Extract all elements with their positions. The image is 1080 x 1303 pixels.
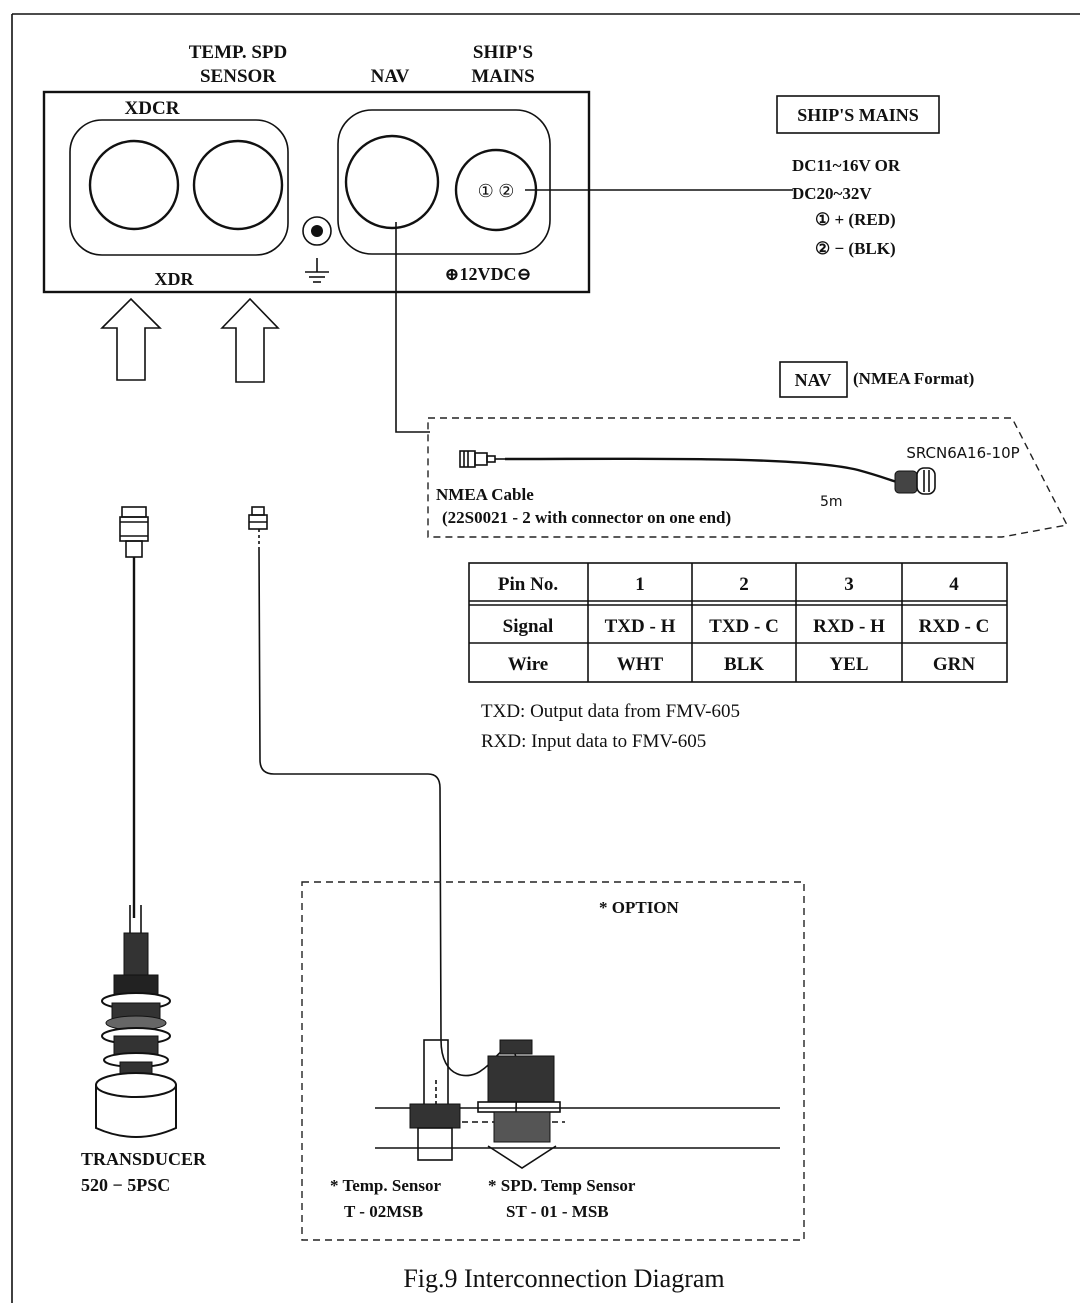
table-cell: RXD - C xyxy=(919,616,990,637)
label-xdr: XDR xyxy=(155,269,195,289)
table-cell: TXD - C xyxy=(709,616,779,637)
table-cell: Wire xyxy=(508,654,548,675)
pin1-desc: ① + (RED) xyxy=(815,210,896,229)
ships-mains-info: SHIP'S MAINS DC11~16V OR DC20~32V ① + (R… xyxy=(776,95,940,258)
ground-terminal-dot xyxy=(311,225,323,237)
nav-box xyxy=(779,361,848,398)
nav-box-label: NAV xyxy=(795,370,832,390)
figure-caption: Fig.9 Interconnection Diagram xyxy=(403,1264,724,1293)
transducer-body-icon xyxy=(95,932,177,1138)
table-outline xyxy=(468,562,1008,683)
table-cell: RXD - H xyxy=(813,616,885,637)
spd-temp-sensor-icon xyxy=(477,1039,561,1169)
cable-length-label: 5m xyxy=(820,494,843,510)
nmea-cable-box xyxy=(427,417,1069,538)
transducer-assembly: TRANSDUCER 520 − 5PSC xyxy=(81,506,207,1195)
temp-sensor-label: * Temp. Sensor xyxy=(330,1176,441,1195)
table-header: 1 xyxy=(635,574,645,595)
temp-sensor-icon xyxy=(409,1039,461,1161)
sensor-plug-icon xyxy=(248,506,268,530)
table-header: 3 xyxy=(844,574,854,595)
transducer-model: 520 − 5PSC xyxy=(81,1175,170,1195)
table-header: 4 xyxy=(949,574,959,595)
transducer-plug-icon xyxy=(119,506,149,558)
table-cell: YEL xyxy=(829,654,868,675)
nmea-cable xyxy=(504,457,898,484)
arrow-up-icon xyxy=(220,297,280,383)
table-cell: Signal xyxy=(503,616,554,637)
cable-plug-icon xyxy=(459,450,505,468)
temp-spd-connector xyxy=(192,139,284,231)
txd-note: TXD: Output data from FMV-605 xyxy=(481,701,740,722)
arrow-up-icon xyxy=(100,297,162,381)
temp-sensor-cable xyxy=(248,506,442,1041)
label-power: ⊕12VDC⊖ xyxy=(444,264,531,284)
pin2-desc: ② − (BLK) xyxy=(815,239,896,258)
nmea-cable-part: (22S0021 - 2 with connector on one end) xyxy=(442,508,731,527)
nav-mains-group xyxy=(337,109,551,255)
voltage-range-2: DC20~32V xyxy=(792,184,872,203)
table-header: Pin No. xyxy=(498,574,558,595)
ground-icon xyxy=(305,258,329,283)
label-ships: SHIP'S xyxy=(473,42,533,63)
table-cell: BLK xyxy=(724,654,764,675)
transducer-label: TRANSDUCER xyxy=(81,1149,207,1169)
connector-model-label: SRCN6A16-10P xyxy=(906,444,1019,462)
nmea-cable-label: NMEA Cable xyxy=(436,485,534,504)
rear-panel: XDCR TEMP. SPD SENSOR NAV SHIP'S MAINS X… xyxy=(42,42,591,294)
xdcr-connector xyxy=(88,139,180,231)
label-mains: MAINS xyxy=(471,66,534,87)
spd-sensor-model: ST - 01 - MSB xyxy=(506,1202,609,1221)
table-cell: TXD - H xyxy=(605,616,676,637)
sensor-cable xyxy=(258,547,442,1041)
table-header: 2 xyxy=(739,574,749,595)
srcn-connector-icon xyxy=(894,467,936,495)
voltage-range-1: DC11~16V OR xyxy=(792,156,901,175)
label-nav: NAV xyxy=(371,66,410,87)
nav-connector xyxy=(344,134,440,230)
table-cell: WHT xyxy=(617,654,664,675)
label-temp-spd-sensor: SENSOR xyxy=(200,66,276,87)
nav-nmea-section: NAV (NMEA Format) SRCN6A16-10P 5m NMEA C… xyxy=(395,222,1069,538)
mains-pin-numbers: ① ② xyxy=(478,181,515,201)
nmea-format-label: (NMEA Format) xyxy=(853,369,974,388)
pin-table: Pin No. 1 2 3 4 Signal TXD - H TXD - C R… xyxy=(468,562,1008,683)
table-cell: GRN xyxy=(933,654,976,675)
temp-sensor-model: T - 02MSB xyxy=(344,1202,423,1221)
option-title: * OPTION xyxy=(599,898,680,917)
ships-mains-title: SHIP'S MAINS xyxy=(797,105,919,125)
nav-wire xyxy=(395,222,430,433)
ground-terminal xyxy=(302,216,332,246)
panel-outline xyxy=(42,90,591,294)
rxd-note: RXD: Input data to FMV-605 xyxy=(481,731,706,752)
option-box: * OPTION * Temp. Sensor T - 02MSB * SPD.… xyxy=(301,881,805,1241)
option-box-outline xyxy=(301,881,805,1241)
spd-sensor-label: * SPD. Temp Sensor xyxy=(488,1176,636,1195)
label-xdcr: XDCR xyxy=(125,98,180,119)
label-temp-spd: TEMP. SPD xyxy=(189,42,288,63)
xdr-connector-group xyxy=(69,119,289,256)
ships-mains-box xyxy=(776,95,940,134)
